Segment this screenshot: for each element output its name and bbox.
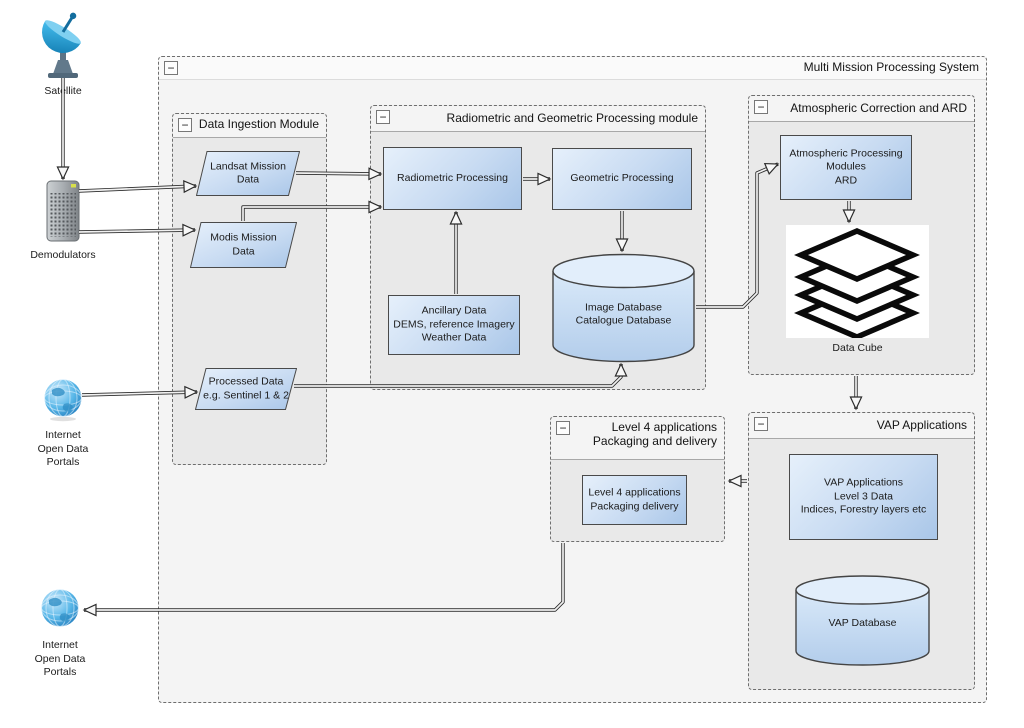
module-title-data-ingestion: Data Ingestion Module bbox=[198, 117, 319, 131]
globe-icon bbox=[41, 589, 79, 627]
collapse-button[interactable]: − bbox=[164, 61, 178, 75]
satellite-node: Satellite bbox=[32, 4, 94, 99]
node-data-cube: Data Cube bbox=[786, 225, 929, 357]
node-label: Processed Data e.g. Sentinel 1 & 2 bbox=[203, 375, 289, 401]
node-modis-mission-data: Modis Mission Data bbox=[190, 222, 297, 268]
node-label: VAP Applications Level 3 Data Indices, F… bbox=[800, 476, 927, 516]
demodulators-icon bbox=[46, 180, 80, 242]
node-label: VAP Database bbox=[828, 617, 897, 630]
collapse-button[interactable]: − bbox=[754, 100, 768, 114]
module-title-radiometric: Radiometric and Geometric Processing mod… bbox=[446, 111, 698, 125]
node-image-database: Image Database Catalogue Database bbox=[552, 253, 695, 363]
node-level4-packaging: Level 4 applications Packaging delivery bbox=[582, 475, 687, 525]
module-title-atmospheric: Atmospheric Correction and ARD bbox=[790, 101, 967, 115]
module-title-level4: Level 4 applications Packaging and deliv… bbox=[592, 420, 717, 448]
demodulators-node: Demodulators bbox=[20, 180, 106, 263]
node-label: Geometric Processing bbox=[570, 172, 674, 185]
demodulators-label: Demodulators bbox=[30, 249, 96, 261]
node-vap-applications: VAP Applications Level 3 Data Indices, F… bbox=[789, 454, 938, 540]
node-processed-data: Processed Data e.g. Sentinel 1 & 2 bbox=[195, 368, 297, 410]
node-label: Landsat Mission Data bbox=[210, 159, 286, 186]
collapse-button[interactable]: − bbox=[556, 421, 570, 435]
module-title-vap: VAP Applications bbox=[876, 418, 967, 432]
data-cube-label: Data Cube bbox=[832, 342, 883, 354]
collapse-button[interactable]: − bbox=[178, 118, 192, 132]
data-cube-icon bbox=[786, 225, 929, 338]
collapse-button[interactable]: − bbox=[376, 110, 390, 124]
internet-bottom-node: Internet Open Data Portals bbox=[17, 588, 103, 680]
internet-top-node: Internet Open Data Portals bbox=[20, 378, 106, 470]
node-label: Level 4 applications Packaging delivery bbox=[588, 486, 681, 512]
globe-icon bbox=[44, 379, 82, 422]
satellite-label: Satellite bbox=[44, 85, 82, 97]
collapse-button[interactable]: − bbox=[754, 417, 768, 431]
node-label: Atmospheric Processing Modules ARD bbox=[789, 147, 903, 187]
node-label: Modis Mission Data bbox=[210, 231, 277, 257]
node-vap-database: VAP Database bbox=[795, 575, 930, 666]
internet-top-label: Internet Open Data Portals bbox=[37, 429, 89, 469]
node-label: Radiometric Processing bbox=[397, 171, 508, 184]
node-landsat-mission-data: Landsat Mission Data bbox=[196, 151, 300, 196]
satellite-icon bbox=[42, 12, 81, 78]
module-title-multi-mission: Multi Mission Processing System bbox=[803, 60, 979, 74]
node-geometric-processing: Geometric Processing bbox=[552, 148, 692, 210]
node-radiometric-processing: Radiometric Processing bbox=[383, 147, 522, 210]
node-label: Image Database Catalogue Database bbox=[575, 300, 672, 327]
node-label: Ancillary Data DEMS, reference Imagery W… bbox=[393, 304, 515, 344]
node-atmospheric-processing-modules: Atmospheric Processing Modules ARD bbox=[780, 135, 912, 200]
node-ancillary-data: Ancillary Data DEMS, reference Imagery W… bbox=[388, 295, 520, 355]
internet-bottom-label: Internet Open Data Portals bbox=[34, 639, 86, 679]
